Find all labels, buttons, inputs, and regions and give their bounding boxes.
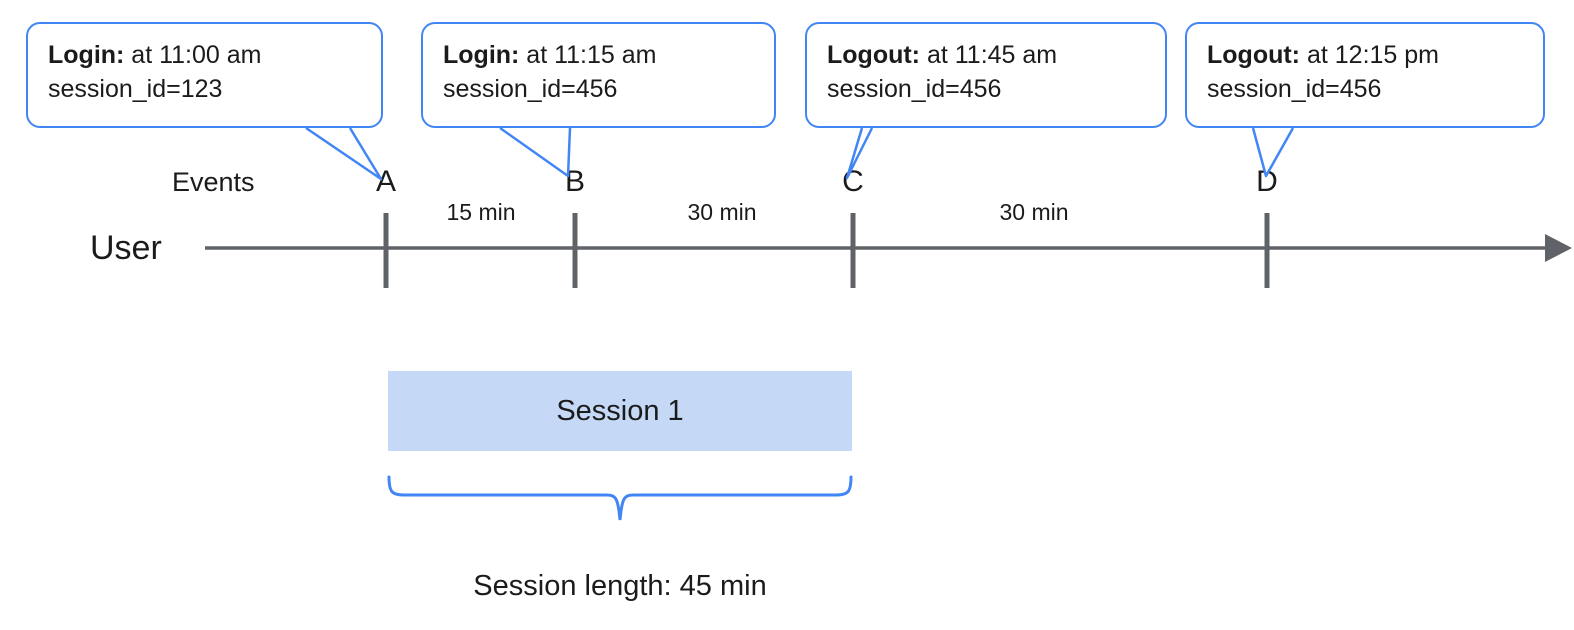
gap-label-a-b: 15 min bbox=[446, 199, 516, 225]
callout-session-id: session_id=123 bbox=[48, 75, 223, 103]
session-brace bbox=[387, 475, 853, 521]
axis-arrowhead bbox=[1545, 234, 1572, 262]
callout-logout-1215[interactable]: Logout: at 12:15 pm session_id=456 bbox=[1185, 22, 1545, 128]
callout-session-id: session_id=456 bbox=[1207, 75, 1382, 103]
events-row-label: Events bbox=[172, 167, 255, 197]
gap-label-c-d: 30 min bbox=[999, 199, 1069, 225]
callout-session-id: session_id=456 bbox=[827, 75, 1002, 103]
callout-event-type: Logout: bbox=[1207, 41, 1301, 69]
session-length-summary: Session length: 45 min bbox=[473, 570, 767, 602]
session-bar[interactable]: Session 1 bbox=[388, 371, 852, 451]
callout-event-type: Login: bbox=[443, 41, 520, 69]
callout-session-id: session_id=456 bbox=[443, 75, 618, 103]
callout-event-type: Login: bbox=[48, 41, 125, 69]
callout-event-type: Logout: bbox=[827, 41, 921, 69]
callout-line-primary: Login: at 11:00 am bbox=[48, 38, 363, 72]
callout-event-time: at 11:15 am bbox=[519, 41, 657, 69]
session-bar-label: Session 1 bbox=[556, 394, 684, 427]
callout-login-1100[interactable]: Login: at 11:00 am session_id=123 bbox=[26, 22, 383, 128]
callout-line-primary: Login: at 11:15 am bbox=[443, 38, 756, 72]
callout-event-time: at 11:45 am bbox=[920, 41, 1058, 69]
gap-label-b-c: 30 min bbox=[687, 199, 757, 225]
callout-line-primary: Logout: at 12:15 pm bbox=[1207, 38, 1525, 72]
callout-event-time: at 11:00 am bbox=[124, 41, 262, 69]
user-row-label: User bbox=[90, 229, 162, 267]
callout-event-time: at 12:15 pm bbox=[1300, 41, 1439, 69]
callout-logout-1145[interactable]: Logout: at 11:45 am session_id=456 bbox=[805, 22, 1167, 128]
callout-line-primary: Logout: at 11:45 am bbox=[827, 38, 1147, 72]
callout-login-1115[interactable]: Login: at 11:15 am session_id=456 bbox=[421, 22, 776, 128]
